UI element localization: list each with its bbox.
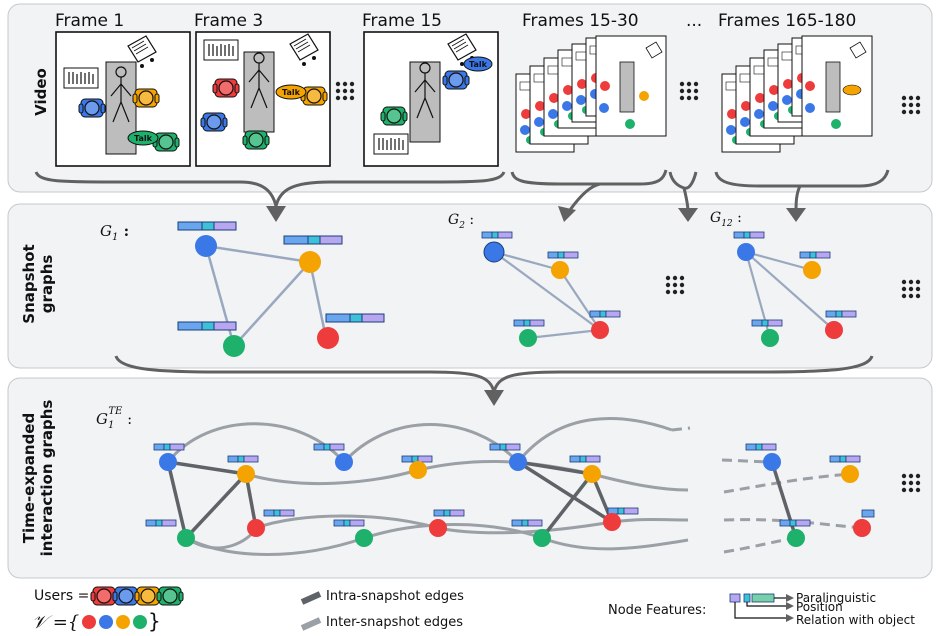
g12-node-blue — [737, 243, 755, 261]
frame-title-3: Frame 3 — [194, 11, 263, 31]
snapshot-g2 — [481, 231, 621, 347]
snapshot-to-te-arrow — [114, 355, 874, 393]
legend-users-label: Users = — [34, 588, 89, 604]
talk-bubble-15: Talk — [469, 60, 488, 69]
legend-inter-swatch — [300, 617, 322, 631]
label-g12: G12 : — [710, 210, 742, 229]
row-label-time-expanded-1: Time-expanded — [20, 413, 38, 543]
legend-feature-vector — [729, 593, 794, 622]
row-label-video: Video — [32, 68, 50, 116]
intra-snapshot-edges — [166, 460, 798, 540]
frame-title-ellipsis: ... — [686, 11, 702, 31]
g12-node-red — [825, 321, 843, 339]
more-frames-dots-2 — [679, 81, 699, 101]
g2-node-orange — [551, 261, 569, 279]
label-g1: G1 : — [100, 222, 129, 243]
g2-node-green — [519, 329, 537, 347]
frame-title-15-30: Frames 15-30 — [522, 11, 639, 31]
legend-users-icons — [90, 586, 184, 606]
g1-node-red — [317, 327, 339, 349]
row-label-time-expanded-2: interaction graphs — [38, 400, 56, 557]
legend-vertex-green — [133, 615, 147, 629]
frame-15-image: Talk — [363, 31, 499, 167]
row-label-snapshot-1: Snapshot — [20, 244, 38, 323]
legend-feature-relation: Relation with object — [796, 613, 915, 627]
time-expanded-panel — [7, 377, 933, 579]
g1-node-blue — [195, 235, 217, 257]
more-frames-dots-3 — [901, 95, 921, 115]
frames-15-30-stack — [515, 35, 667, 153]
frame-title-165-180: Frames 165-180 — [718, 11, 856, 31]
talk-bubble-1: Talk — [134, 134, 153, 143]
te-dots — [901, 473, 921, 493]
label-gte: G1TE : — [96, 406, 132, 431]
snapshot-g12 — [733, 231, 857, 347]
time-expanded-nodes — [145, 443, 875, 547]
legend-vertex-red — [82, 615, 96, 629]
snapshot-dots-2 — [901, 279, 921, 299]
legend-intra-swatch — [300, 591, 322, 605]
frames-165-180-stack — [721, 35, 873, 153]
label-g2: G2 : — [448, 212, 474, 231]
snapshot-g1-edges — [204, 244, 328, 347]
g12-node-orange — [803, 261, 821, 279]
talk-bubble-3: Talk — [282, 88, 301, 97]
legend-feature-paralinguistic: Paralinguistic — [796, 591, 876, 605]
legend-vertex-blue — [99, 615, 113, 629]
legend-inter-label: Inter-snapshot edges — [326, 615, 463, 630]
legend-feature-position: Position — [796, 600, 843, 614]
frame-title-1: Frame 1 — [55, 11, 124, 31]
legend-vertex-set-close: } — [148, 609, 161, 633]
legend-intra-label: Intra-snapshot edges — [326, 589, 464, 604]
snapshot-g2-edges — [493, 250, 601, 340]
more-frames-dots-1 — [335, 81, 355, 101]
frame-3-image: Talk — [195, 31, 331, 167]
snapshot-g1 — [177, 221, 385, 357]
snapshot-dots-1 — [665, 275, 685, 295]
legend-vertex-set: 𝒱 ={ — [32, 612, 79, 633]
snapshot-panel — [7, 203, 933, 369]
legend-vertex-orange — [116, 615, 130, 629]
g12-node-green — [761, 329, 779, 347]
legend-node-features-label: Node Features: — [608, 603, 706, 618]
g2-node-blue — [483, 241, 505, 263]
row-label-snapshot-2: graphs — [38, 255, 56, 314]
frame-title-15: Frame 15 — [362, 11, 442, 31]
g1-node-orange — [299, 251, 321, 273]
video-to-snapshot-arrows — [34, 169, 890, 213]
frame-1-image: Talk — [55, 31, 191, 167]
g2-node-red — [591, 321, 609, 339]
g1-node-green — [223, 335, 245, 357]
